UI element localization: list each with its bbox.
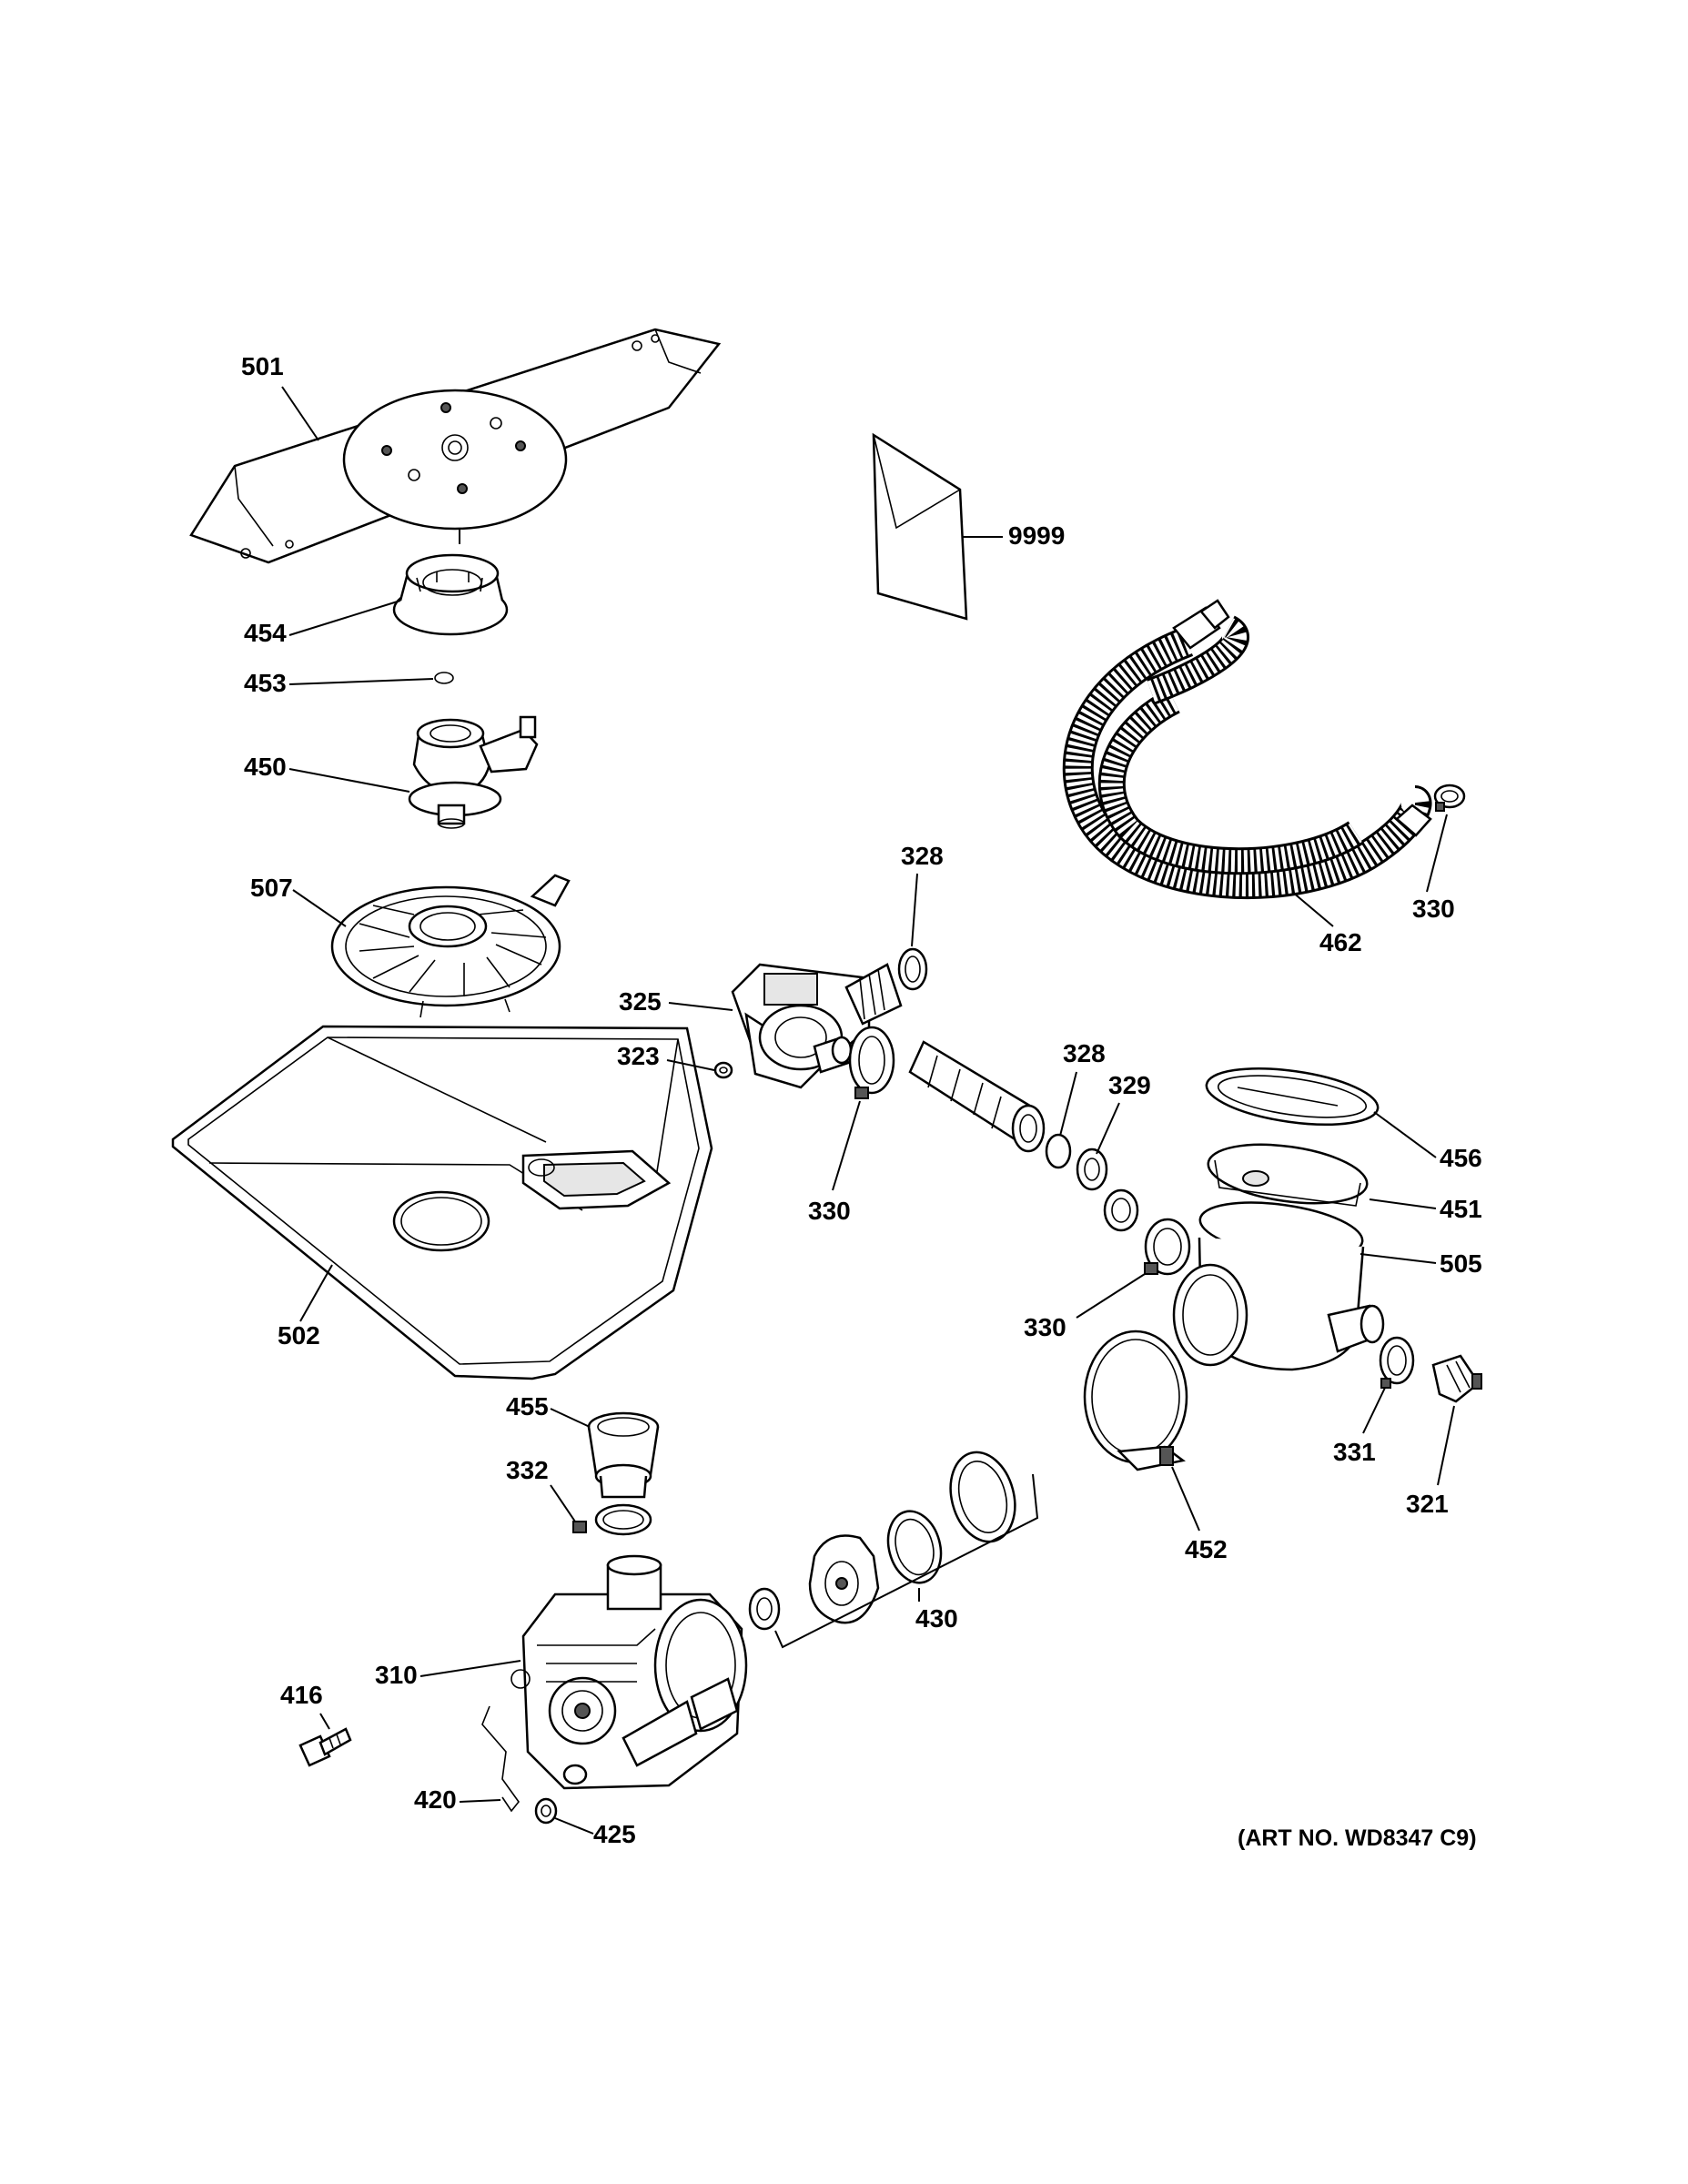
spray-arm-501 bbox=[189, 328, 722, 564]
hub-454 bbox=[392, 553, 509, 636]
callout-329: 329 bbox=[1108, 1071, 1151, 1099]
filter-507 bbox=[330, 874, 571, 1018]
leader-455 bbox=[550, 1408, 591, 1428]
leader-331 bbox=[1362, 1387, 1386, 1434]
leader-321 bbox=[1437, 1405, 1455, 1486]
leader-501 bbox=[281, 386, 319, 441]
impeller-kit-430 bbox=[748, 1451, 1039, 1649]
gasket-tray-502 bbox=[171, 1025, 713, 1380]
leader-310 bbox=[419, 1660, 521, 1677]
clamp-330-pump bbox=[848, 1026, 895, 1099]
leader-420 bbox=[459, 1799, 501, 1803]
clamp-330-hose bbox=[1433, 784, 1466, 812]
bolt-416 bbox=[298, 1727, 352, 1767]
callout-455: 455 bbox=[506, 1392, 549, 1421]
o-ring-453 bbox=[434, 672, 454, 684]
leader-425 bbox=[554, 1817, 594, 1835]
callout-310: 310 bbox=[375, 1661, 418, 1689]
leader-450 bbox=[288, 768, 410, 793]
leader-416 bbox=[319, 1713, 330, 1730]
callout-330-sump: 330 bbox=[1024, 1313, 1066, 1341]
leader-507 bbox=[292, 889, 347, 927]
drain-hose-462 bbox=[1062, 599, 1432, 899]
adapter-455 bbox=[587, 1411, 660, 1499]
leader-502 bbox=[299, 1264, 333, 1322]
leader-330-top bbox=[1426, 814, 1448, 893]
callout-507: 507 bbox=[250, 874, 293, 902]
seal-328-lower bbox=[1045, 1133, 1072, 1169]
callout-456: 456 bbox=[1440, 1144, 1482, 1172]
sensor-321 bbox=[1431, 1354, 1482, 1403]
drain-pump-325 bbox=[731, 963, 903, 1089]
callout-331: 331 bbox=[1333, 1438, 1376, 1466]
clamp-330-sump bbox=[1144, 1218, 1191, 1276]
callout-451: 451 bbox=[1440, 1195, 1482, 1223]
leader-330-pump bbox=[832, 1100, 861, 1191]
filter-456 bbox=[1205, 1067, 1380, 1126]
callout-502: 502 bbox=[278, 1321, 320, 1350]
callout-321: 321 bbox=[1406, 1490, 1449, 1518]
leader-328-lower bbox=[1059, 1071, 1077, 1137]
clip-420 bbox=[481, 1705, 521, 1813]
callout-332: 332 bbox=[506, 1456, 549, 1484]
callout-430: 430 bbox=[915, 1604, 958, 1633]
nut-323 bbox=[713, 1061, 733, 1079]
callout-328-lower: 328 bbox=[1063, 1039, 1106, 1067]
callout-323: 323 bbox=[617, 1042, 660, 1070]
connector-hose bbox=[908, 1040, 1046, 1153]
leader-323 bbox=[666, 1059, 715, 1071]
seal-328-upper bbox=[897, 947, 928, 991]
callout-425: 425 bbox=[593, 1820, 636, 1848]
callout-505: 505 bbox=[1440, 1249, 1482, 1278]
leader-451 bbox=[1369, 1198, 1437, 1209]
cover-451 bbox=[1207, 1143, 1369, 1207]
callout-453: 453 bbox=[244, 669, 287, 697]
leader-325 bbox=[668, 1002, 733, 1011]
grommet-425 bbox=[534, 1797, 558, 1825]
leader-329 bbox=[1096, 1102, 1120, 1155]
callout-462: 462 bbox=[1319, 928, 1362, 956]
callout-454: 454 bbox=[244, 619, 287, 647]
clamp-332 bbox=[572, 1503, 652, 1536]
callout-328-upper: 328 bbox=[901, 842, 944, 870]
art-number: (ART NO. WD8347 C9) bbox=[1238, 1825, 1477, 1851]
callout-452: 452 bbox=[1185, 1535, 1228, 1563]
leader-332 bbox=[550, 1484, 576, 1522]
pump-motor-310 bbox=[510, 1554, 748, 1790]
leader-453 bbox=[288, 678, 434, 685]
callout-450: 450 bbox=[244, 753, 287, 781]
callout-9999: 9999 bbox=[1008, 521, 1065, 550]
leader-454 bbox=[288, 600, 401, 636]
leader-330-sump bbox=[1076, 1273, 1146, 1319]
leader-456 bbox=[1373, 1111, 1437, 1158]
callout-416: 416 bbox=[280, 1681, 323, 1709]
check-valve-329 bbox=[1076, 1148, 1139, 1232]
leader-505 bbox=[1359, 1253, 1437, 1264]
clamp-452 bbox=[1083, 1330, 1188, 1471]
leader-452 bbox=[1171, 1466, 1200, 1532]
callout-420: 420 bbox=[414, 1785, 457, 1814]
leader-328-upper bbox=[911, 873, 918, 947]
literature-9999 bbox=[872, 432, 968, 621]
clamp-331 bbox=[1379, 1336, 1415, 1389]
leader-462 bbox=[1291, 891, 1334, 927]
manifold-450 bbox=[408, 715, 539, 829]
callout-330-top: 330 bbox=[1412, 895, 1455, 923]
callout-330-pump: 330 bbox=[808, 1197, 851, 1225]
sump-505 bbox=[1172, 1201, 1385, 1371]
callout-325: 325 bbox=[619, 987, 662, 1016]
callout-501: 501 bbox=[241, 352, 284, 380]
